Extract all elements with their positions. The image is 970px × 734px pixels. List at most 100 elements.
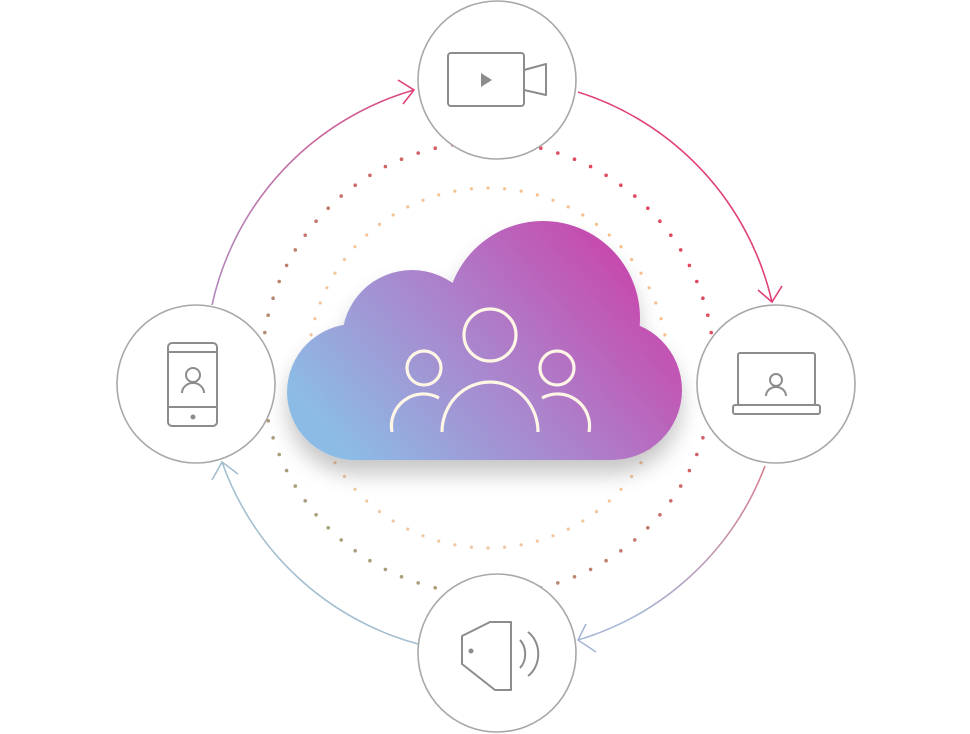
inner-dot <box>365 233 369 237</box>
laptop-user-icon <box>732 352 821 415</box>
inner-dot <box>313 317 317 321</box>
inner-dot <box>647 286 651 290</box>
inner-dot <box>639 461 643 465</box>
arrow-left-to-top <box>211 89 415 306</box>
arrowhead-left <box>211 460 239 481</box>
outer-dot <box>353 183 358 187</box>
outer-dot <box>293 484 298 488</box>
inner-dot <box>535 193 539 197</box>
inner-dot <box>421 534 425 538</box>
video-camera-icon <box>447 52 547 107</box>
node-video <box>417 0 577 160</box>
outer-dot <box>284 468 289 473</box>
outer-dot <box>687 263 692 268</box>
inner-dot <box>594 510 599 514</box>
arrow-bottom-to-left <box>221 461 419 645</box>
outer-dot <box>572 575 577 579</box>
inner-dot <box>453 543 457 547</box>
inner-dot <box>551 198 555 202</box>
outer-dot <box>709 330 713 335</box>
flow-arrows <box>211 79 783 653</box>
inner-dot <box>333 271 337 275</box>
arrowhead-top <box>397 79 416 105</box>
outer-dot <box>701 296 705 301</box>
inner-dot <box>453 189 457 193</box>
inner-dot <box>607 499 611 503</box>
inner-dot <box>581 519 585 523</box>
speaker-icon <box>461 621 540 691</box>
outer-dot <box>588 567 593 572</box>
inner-dot <box>663 333 667 337</box>
inner-dot <box>519 189 523 193</box>
inner-dot <box>325 286 329 290</box>
outer-dot <box>695 452 699 457</box>
outer-dot <box>604 558 608 563</box>
inner-dot <box>503 545 507 549</box>
outer-dot <box>271 296 275 301</box>
outer-dot <box>368 173 372 178</box>
inner-dot <box>342 474 346 479</box>
outer-dot <box>706 313 710 318</box>
inner-dot <box>377 222 382 226</box>
outer-dot <box>383 567 388 572</box>
inner-dot <box>654 301 658 305</box>
outer-dot <box>588 164 593 169</box>
inner-dot <box>342 257 346 262</box>
inner-dot <box>333 461 337 465</box>
outer-dot <box>416 581 421 585</box>
outer-dot <box>271 436 275 440</box>
outer-dot <box>658 513 662 517</box>
inner-dot <box>406 205 410 209</box>
inner-dot <box>630 474 634 479</box>
outer-dot <box>646 526 650 530</box>
outer-dot <box>633 194 637 198</box>
outer-dot <box>556 581 560 585</box>
inner-dot <box>519 543 523 547</box>
outer-dot <box>633 538 637 542</box>
outer-dot <box>539 146 543 150</box>
inner-dot <box>309 333 313 337</box>
outer-dot <box>266 313 271 318</box>
inner-dot <box>630 257 634 262</box>
inner-dot <box>437 539 441 543</box>
outer-dot <box>303 499 308 503</box>
outer-dot <box>433 146 438 150</box>
arrowhead-right <box>757 285 783 304</box>
outer-dot <box>416 151 421 155</box>
outer-dot <box>556 151 560 155</box>
outer-dot <box>687 468 692 473</box>
cloud <box>287 221 682 460</box>
outer-dot <box>326 206 331 210</box>
inner-dot <box>391 519 395 523</box>
inner-dot <box>486 186 490 190</box>
smartphone-user-icon <box>167 342 218 427</box>
outer-dot <box>433 586 438 590</box>
outer-dot <box>277 452 282 457</box>
arrow-top-to-right <box>577 91 773 303</box>
outer-dot <box>399 575 404 579</box>
arrowhead-bottom <box>576 623 597 653</box>
inner-dot <box>486 546 490 550</box>
outer-dot <box>619 183 623 187</box>
outer-dot <box>383 164 388 169</box>
inner-dot <box>377 510 382 514</box>
users-group-icon <box>389 307 592 433</box>
outer-dot <box>293 248 298 252</box>
outer-dot <box>695 279 699 284</box>
outer-dot <box>669 233 673 237</box>
inner-dot <box>594 222 599 226</box>
node-laptop <box>696 304 856 464</box>
outer-dot <box>339 194 344 198</box>
inner-dot <box>406 527 410 531</box>
outer-dot <box>326 526 331 530</box>
inner-dot <box>469 187 473 191</box>
inner-dot <box>318 301 322 305</box>
inner-dot <box>469 545 473 549</box>
outer-dot <box>619 549 623 553</box>
outer-dot <box>284 263 289 268</box>
inner-dot <box>437 193 441 197</box>
inner-dot <box>391 213 395 217</box>
inner-dot <box>566 527 570 531</box>
inner-dot <box>619 487 623 491</box>
